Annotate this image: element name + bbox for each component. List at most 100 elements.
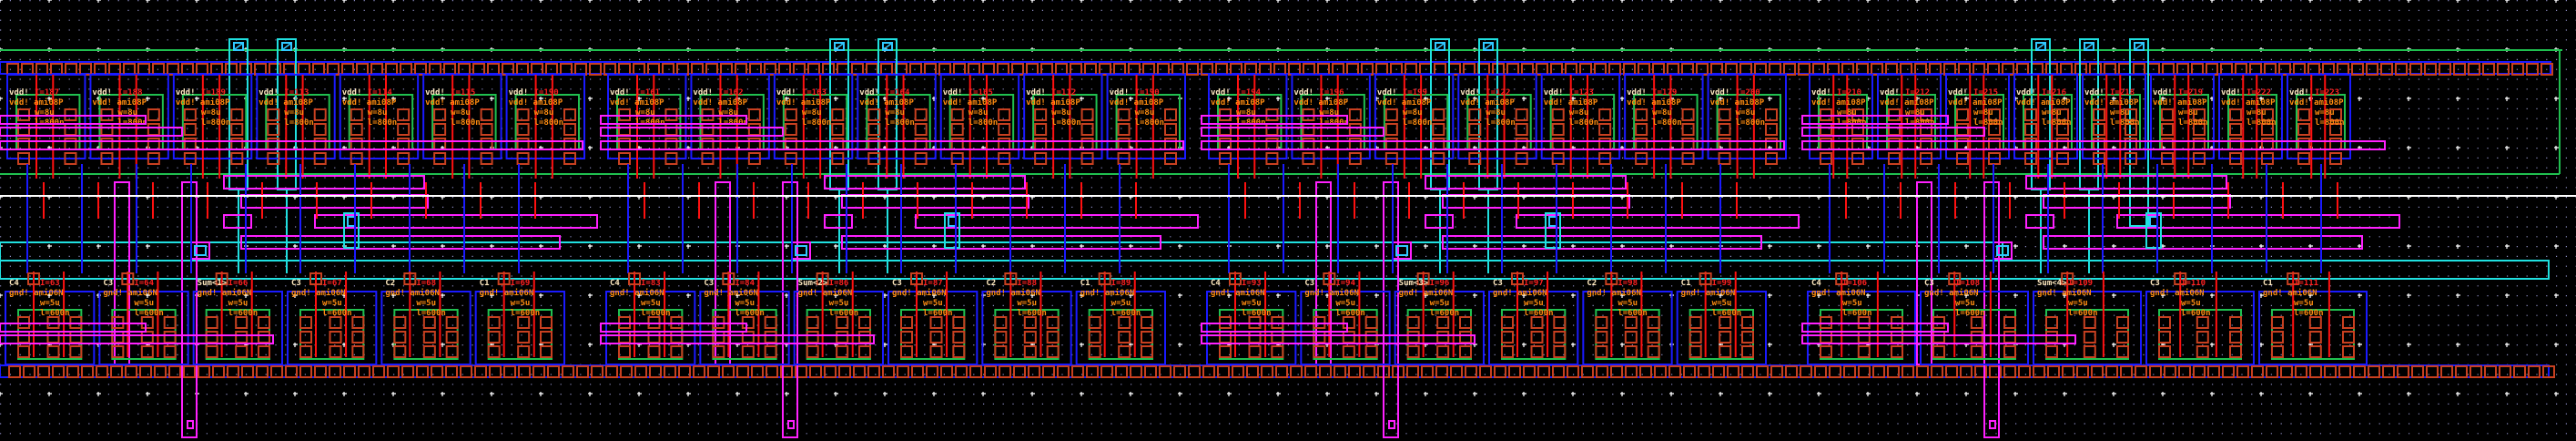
gnd-rail-contact[interactable] — [503, 365, 516, 378]
gnd-rail-contact[interactable] — [81, 365, 94, 378]
gnd-rail-contact[interactable] — [795, 365, 807, 378]
nmos-cell-metal1-outline[interactable] — [699, 291, 790, 365]
gnd-rail-contact[interactable] — [1712, 365, 1725, 378]
pmos-contact[interactable] — [1718, 123, 1731, 136]
vdd-rail-contact[interactable] — [1201, 63, 1213, 76]
nmos-contact[interactable] — [806, 345, 819, 358]
gnd-rail-contact[interactable] — [1770, 365, 1783, 378]
metal2-route[interactable] — [314, 214, 598, 229]
metal2-route[interactable] — [223, 214, 252, 229]
gnd-rail-contact[interactable] — [1261, 365, 1273, 378]
metal2-route[interactable] — [1801, 334, 2076, 344]
pmos-contact[interactable] — [183, 152, 197, 165]
nmos-contact[interactable] — [2229, 331, 2242, 344]
pmos-contact[interactable] — [1551, 123, 1565, 136]
gnd-rail-contact[interactable] — [2499, 365, 2511, 378]
gnd-rail-contact[interactable] — [838, 365, 851, 378]
gnd-rail-contact[interactable] — [2222, 365, 2235, 378]
gnd-rail-contact[interactable] — [1610, 365, 1623, 378]
pmos-contact[interactable] — [1432, 152, 1445, 165]
nmos-contact[interactable] — [329, 316, 342, 329]
nmos-contact[interactable] — [1459, 345, 1472, 358]
pmos-contact[interactable] — [1080, 108, 1094, 121]
nmos-contact[interactable] — [1553, 345, 1567, 358]
nmos-contact[interactable] — [1023, 331, 1037, 344]
gnd-rail-contact[interactable] — [1363, 365, 1375, 378]
output-pad-column[interactable] — [181, 181, 198, 438]
pmos-contact[interactable] — [1515, 108, 1528, 121]
nmos-gate-contact[interactable] — [910, 272, 923, 285]
nmos-gate-contact[interactable] — [497, 272, 511, 285]
gnd-rail-contact[interactable] — [1989, 365, 2002, 378]
pmos-contact[interactable] — [1432, 108, 1445, 121]
nmos-contact[interactable] — [235, 316, 248, 329]
nmos-contact[interactable] — [2116, 345, 2129, 358]
nmos-contact[interactable] — [517, 345, 531, 358]
pmos-contact[interactable] — [2229, 123, 2242, 136]
pmos-contact[interactable] — [1515, 152, 1528, 165]
pmos-contact[interactable] — [1820, 152, 1832, 165]
nmos-contact[interactable] — [994, 331, 1008, 344]
nmos-contact[interactable] — [1088, 331, 1101, 344]
gnd-rail-contact[interactable] — [241, 365, 254, 378]
metal2-route[interactable] — [1201, 323, 1348, 333]
metal2-route[interactable] — [600, 115, 747, 125]
pmos-cell-metal1-outline[interactable] — [2287, 74, 2351, 159]
nmos-cell-metal1-outline[interactable] — [793, 291, 885, 365]
nmos-cell-metal1-outline[interactable] — [2145, 291, 2255, 365]
nmos-cell-metal1-outline[interactable] — [1075, 291, 1167, 365]
pin-label-box-1[interactable] — [2035, 42, 2046, 51]
pmos-contact[interactable] — [784, 123, 797, 136]
pmos-contact[interactable] — [1598, 152, 1612, 165]
vdd-rail-contact[interactable] — [2351, 63, 2364, 76]
nmos-contact[interactable] — [2342, 345, 2355, 358]
gnd-rail-contact[interactable] — [766, 365, 778, 378]
pmos-contact[interactable] — [147, 108, 160, 121]
pmos-cell-metal1-outline[interactable] — [1624, 74, 1704, 159]
vdd-rail-contact[interactable] — [2278, 63, 2291, 76]
pmos-contact[interactable] — [350, 152, 363, 165]
nmos-contact[interactable] — [517, 316, 531, 329]
pmos-contact[interactable] — [1681, 108, 1695, 121]
nmos-contact[interactable] — [422, 316, 436, 329]
output-pad-via[interactable] — [787, 420, 795, 429]
metal2-route[interactable] — [0, 115, 147, 125]
nmos-contact[interactable] — [393, 316, 407, 329]
nmos-contact[interactable] — [712, 345, 725, 358]
gnd-rail-contact[interactable] — [1552, 365, 1565, 378]
nmos-contact[interactable] — [952, 331, 966, 344]
pmos-contact[interactable] — [1034, 152, 1048, 165]
pmos-contact[interactable] — [1765, 108, 1778, 121]
gnd-rail-contact[interactable] — [547, 365, 560, 378]
gnd-rail-contact[interactable] — [678, 365, 691, 378]
metal2-route[interactable] — [0, 140, 583, 150]
nmos-contact[interactable] — [858, 316, 871, 329]
pmos-contact[interactable] — [480, 108, 493, 121]
nmos-gate-contact[interactable] — [2174, 272, 2187, 285]
nmos-contact[interactable] — [952, 316, 966, 329]
signal-via-tower[interactable] — [2145, 212, 2162, 249]
output-pad-via[interactable] — [1388, 420, 1395, 429]
gnd-rail-contact[interactable] — [1028, 365, 1040, 378]
nmos-contact[interactable] — [1342, 345, 1355, 358]
nmos-contact[interactable] — [351, 316, 365, 329]
nmos-contact[interactable] — [351, 331, 365, 344]
pmos-contact[interactable] — [1384, 152, 1398, 165]
gnd-rail-contact[interactable] — [1727, 365, 1739, 378]
pmos-contact[interactable] — [2297, 152, 2310, 165]
pmos-contact[interactable] — [1515, 123, 1528, 136]
pmos-contact[interactable] — [2193, 152, 2206, 165]
gnd-rail-contact[interactable] — [1348, 365, 1361, 378]
output-pad-column[interactable] — [782, 181, 798, 438]
pin-label-box-1[interactable] — [1435, 42, 1445, 51]
pmos-contact[interactable] — [230, 108, 244, 121]
nmos-contact[interactable] — [858, 345, 871, 358]
vdd-rail-contact[interactable] — [2497, 63, 2510, 76]
nmos-cell-metal1-outline[interactable] — [1206, 291, 1297, 365]
nmos-gate-contact[interactable] — [1835, 272, 1849, 285]
nmos-contact[interactable] — [1970, 316, 1983, 329]
